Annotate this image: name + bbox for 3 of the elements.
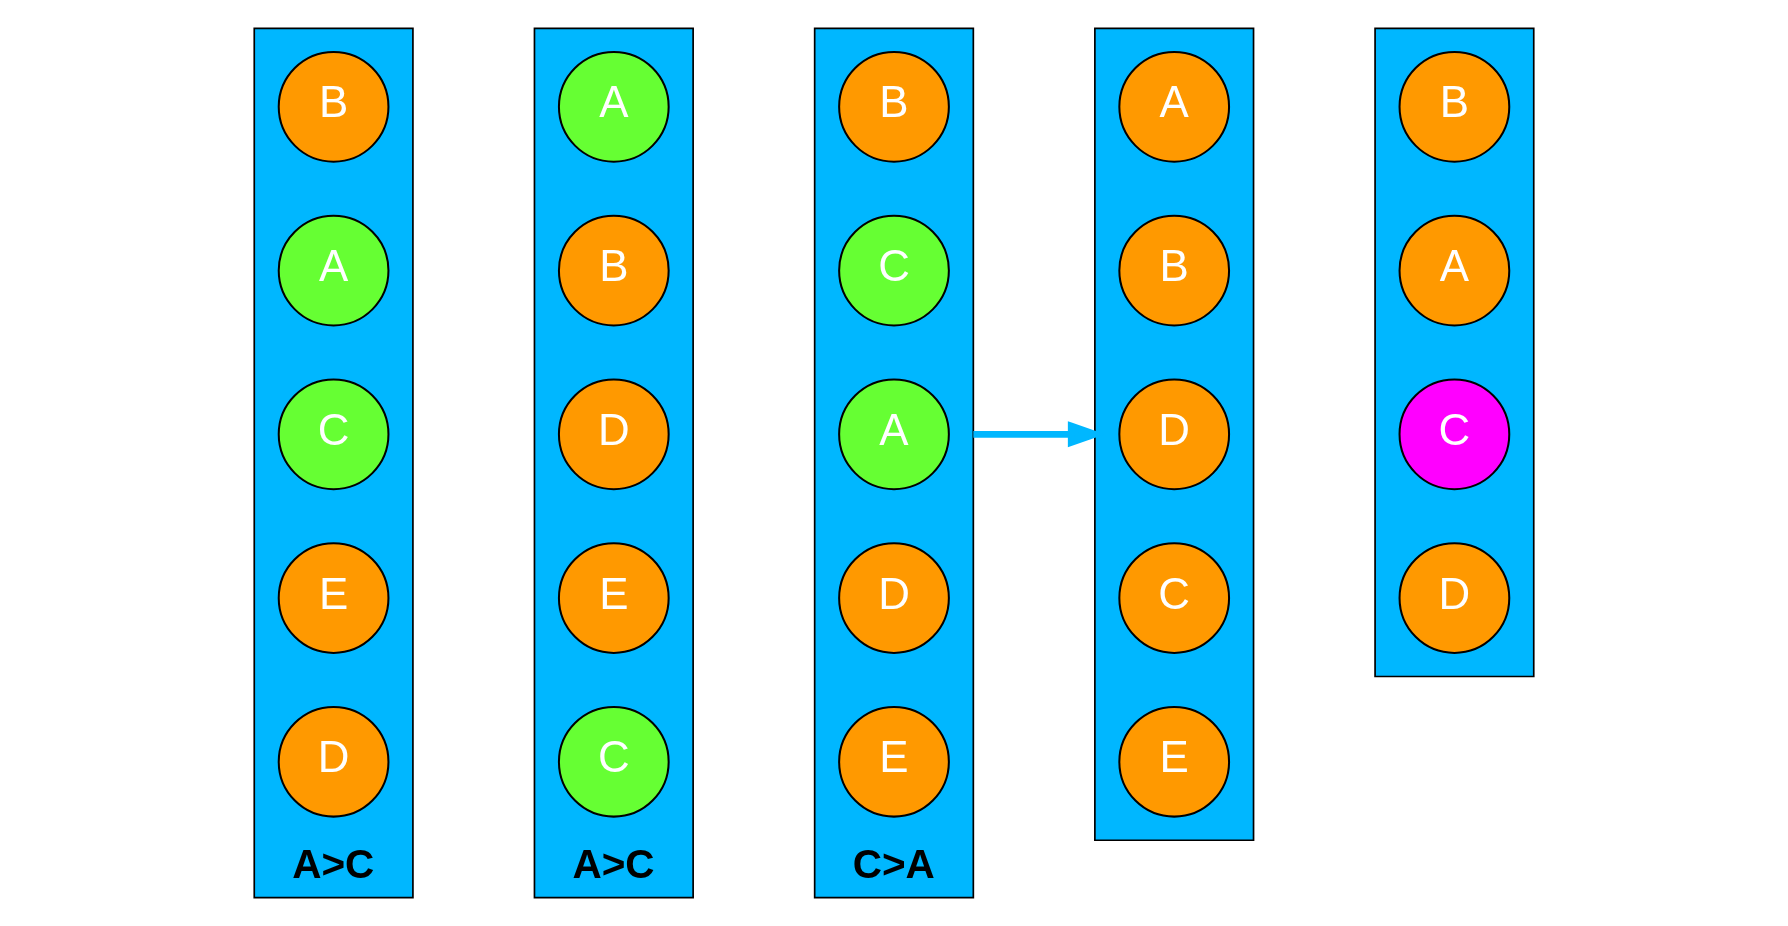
node-label: C>A xyxy=(852,840,935,887)
node-label: A>C xyxy=(572,840,655,887)
node-label: A>C xyxy=(292,840,375,887)
